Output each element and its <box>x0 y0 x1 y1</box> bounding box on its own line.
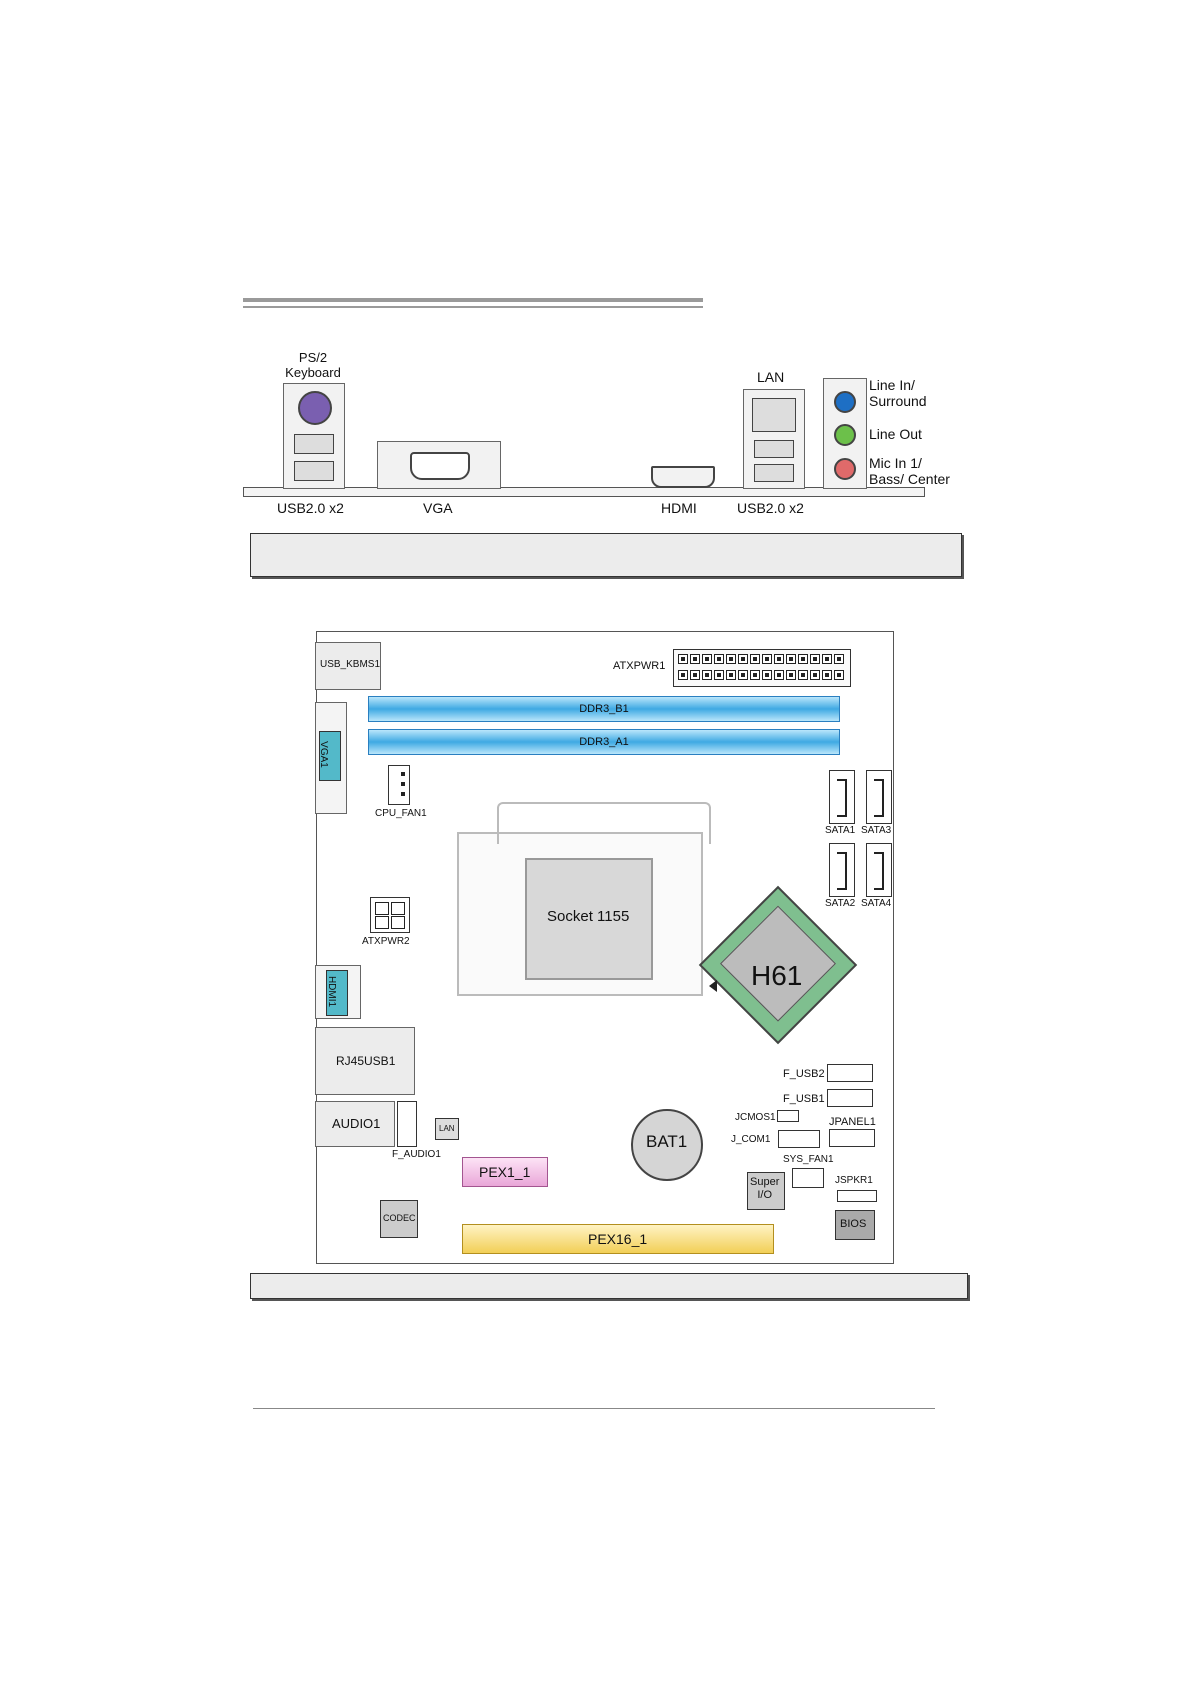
motherboard-layout: USB_KBMS1 VGA1 HDMI1 RJ45USB1 AUDIO1 ATX… <box>315 631 894 1264</box>
jspkr1-header[interactable] <box>837 1190 877 1202</box>
usb-port-icon <box>754 440 794 458</box>
cpu-fan1-header[interactable] <box>388 765 410 805</box>
atxpwr1-label: ATXPWR1 <box>613 660 666 672</box>
pex16-1-slot[interactable]: PEX16_1 <box>462 1224 774 1254</box>
chipset-orientation-marker <box>709 980 717 992</box>
mic-in-label: Mic In 1/ Bass/ Center <box>869 455 950 487</box>
cpu-fan1-label: CPU_FAN1 <box>375 808 427 819</box>
line-out-label: Line Out <box>869 426 922 442</box>
sata3-connector[interactable] <box>866 770 892 824</box>
usb-kbms-label: USB_KBMS1 <box>320 659 381 670</box>
ps2-keyboard-label: PS/2 Keyboard <box>285 350 341 380</box>
sata3-label: SATA3 <box>861 825 892 836</box>
hdmi-label: HDMI <box>661 500 697 516</box>
atxpwr1-connector[interactable] <box>673 649 851 687</box>
sata4-connector[interactable] <box>866 843 892 897</box>
hdmi1-label: HDMI1 <box>326 975 338 1008</box>
usb-port-icon <box>294 434 334 454</box>
jcmos1-jumper[interactable] <box>777 1110 799 1122</box>
jspkr1-label: JSPKR1 <box>835 1175 873 1186</box>
lan-chip: LAN <box>435 1118 459 1140</box>
lan-label: LAN <box>757 369 785 385</box>
f-usb2-header[interactable] <box>827 1064 873 1082</box>
atxpwr2-label: ATXPWR2 <box>362 936 410 947</box>
j-com1-header[interactable] <box>778 1130 820 1148</box>
line-in-label: Line In/ Surround <box>869 377 927 409</box>
vga1-connector: VGA1 <box>315 702 347 814</box>
ps2-usb-stack <box>283 383 345 489</box>
sata2-connector[interactable] <box>829 843 855 897</box>
hdmi-port-icon <box>651 466 715 488</box>
io-plate-edge <box>243 487 925 497</box>
bios-chip: BIOS <box>835 1210 875 1240</box>
vga-connector-icon <box>410 452 470 480</box>
cpu-socket[interactable] <box>525 858 653 980</box>
f-usb1-header[interactable] <box>827 1089 873 1107</box>
vga-port <box>377 441 501 489</box>
atxpwr1-pin-row <box>677 670 845 680</box>
usb-kbms-connector: USB_KBMS1 <box>315 642 381 690</box>
h61-label: H61 <box>751 960 803 991</box>
f-audio1-header[interactable] <box>397 1101 417 1147</box>
lan-usb-stack <box>743 389 805 489</box>
cpu-socket-retention-arm <box>497 802 711 844</box>
section-header-rule <box>243 298 703 302</box>
audio1-connector: AUDIO1 <box>315 1101 395 1147</box>
f-usb1-label: F_USB1 <box>783 1093 825 1105</box>
rj45usb1-label: RJ45USB1 <box>336 1054 396 1068</box>
pex16-1-label: PEX16_1 <box>588 1231 648 1247</box>
ddr3-a1-slot[interactable]: DDR3_A1 <box>368 729 840 755</box>
ddr3-b1-slot[interactable]: DDR3_B1 <box>368 696 840 722</box>
bat1-battery[interactable] <box>631 1109 703 1181</box>
audio1-label: AUDIO1 <box>332 1116 381 1131</box>
sata1-label: SATA1 <box>825 825 856 836</box>
vga-label: VGA <box>423 500 453 516</box>
line-out-jack-icon <box>834 424 856 446</box>
super-io-label: Super I/O <box>750 1176 780 1201</box>
hdmi1-chip <box>326 970 348 1016</box>
hdmi1-connector: HDMI1 <box>315 965 361 1019</box>
j-com1-label: J_COM1 <box>731 1134 771 1145</box>
line-in-jack-icon <box>834 391 856 413</box>
sata4-label: SATA4 <box>861 898 892 909</box>
atxpwr1-pin-row <box>677 654 845 664</box>
usb-port-icon <box>754 464 794 482</box>
section-header-rule-thin <box>243 306 703 308</box>
board-layout-caption-bar <box>250 1273 968 1299</box>
vga1-label: VGA1 <box>317 741 329 768</box>
codec-label: CODEC <box>383 1213 416 1223</box>
mic-in-jack-icon <box>834 458 856 480</box>
sys-fan1-header[interactable] <box>792 1168 824 1188</box>
page-footer-rule <box>253 1408 935 1409</box>
f-usb2-label: F_USB2 <box>783 1068 825 1080</box>
jpanel1-header[interactable] <box>829 1129 875 1147</box>
jcmos1-label: JCMOS1 <box>735 1112 776 1123</box>
super-io-chip: Super I/O <box>747 1172 785 1210</box>
lan-chip-label: LAN <box>439 1124 455 1133</box>
pex1-1-label: PEX1_1 <box>479 1164 531 1180</box>
sys-fan1-label: SYS_FAN1 <box>783 1154 834 1165</box>
usb-right-label: USB2.0 x2 <box>737 500 804 516</box>
bios-label: BIOS <box>840 1218 867 1230</box>
bat1-label: BAT1 <box>646 1132 688 1151</box>
rj45-port-icon <box>752 398 796 432</box>
codec-chip: CODEC <box>380 1200 418 1238</box>
rj45usb1-connector: RJ45USB1 <box>315 1027 415 1095</box>
pex1-1-slot[interactable]: PEX1_1 <box>462 1157 548 1187</box>
usb-port-icon <box>294 461 334 481</box>
atxpwr2-connector[interactable] <box>370 897 410 933</box>
f-audio1-label: F_AUDIO1 <box>392 1149 441 1160</box>
socket-label: Socket 1155 <box>547 908 630 925</box>
audio-jack-stack <box>823 378 867 489</box>
ps2-port-icon <box>298 391 332 425</box>
usb-left-label: USB2.0 x2 <box>277 500 344 516</box>
back-panel-caption-bar <box>250 533 962 577</box>
vga1-chip <box>319 731 341 781</box>
sata2-label: SATA2 <box>825 898 856 909</box>
sata1-connector[interactable] <box>829 770 855 824</box>
jpanel1-label: JPANEL1 <box>829 1116 876 1128</box>
